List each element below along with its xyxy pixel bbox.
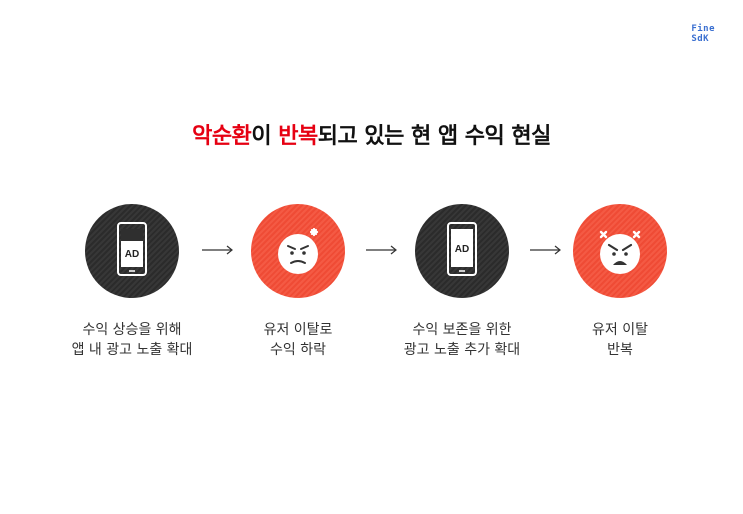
step-1-circle: AD xyxy=(85,204,179,298)
arrow-right-icon xyxy=(366,245,397,255)
page-title: 악순환이 반복되고 있는 현 앱 수익 현실 xyxy=(0,118,743,150)
step-4-caption-line-2: 반복 xyxy=(607,342,633,358)
step-3-caption-line-2: 광고 노출 추가 확대 xyxy=(403,342,521,358)
step-1: AD 수익 상승을 위해 앱 내 광고 노출 확대 xyxy=(42,204,222,360)
ad-label: AD xyxy=(125,249,139,260)
step-2: 유저 이탈로 수익 하락 xyxy=(208,204,388,360)
headline-text-2: 되고 있는 현 앱 수익 현실 xyxy=(317,124,552,149)
ad-label: AD xyxy=(455,244,469,255)
step-3: AD 수익 보존을 위한 광고 노출 추가 확대 xyxy=(372,204,552,360)
step-1-caption-line-1: 수익 상승을 위해 xyxy=(82,322,182,338)
logo-line-1: Fine xyxy=(691,24,715,34)
step-3-caption-line-1: 수익 보존을 위한 xyxy=(412,322,512,338)
headline-highlight-1: 악순환 xyxy=(192,124,252,149)
headline-highlight-2: 반복 xyxy=(278,124,318,149)
cycle-flow: AD 수익 상승을 위해 앱 내 광고 노출 확대 유저 이탈로 수익 xyxy=(0,204,743,374)
logo-line-2: SdK xyxy=(691,34,710,44)
step-3-caption: 수익 보존을 위한 광고 노출 추가 확대 xyxy=(372,320,552,360)
step-4-circle xyxy=(573,204,667,298)
step-4: 유저 이탈 반복 xyxy=(530,204,710,360)
headline-text-1: 이 xyxy=(251,124,279,149)
step-2-circle xyxy=(251,204,345,298)
step-4-caption: 유저 이탈 반복 xyxy=(530,320,710,360)
step-1-caption: 수익 상승을 위해 앱 내 광고 노출 확대 xyxy=(42,320,222,360)
annoyed-face-icon xyxy=(278,227,319,274)
step-4-caption-line-1: 유저 이탈 xyxy=(592,322,648,338)
finesdk-logo: Fine SdK xyxy=(691,24,715,44)
arrow-right-icon xyxy=(202,245,233,255)
angry-face-icon xyxy=(599,230,641,274)
step-2-caption-line-2: 수익 하락 xyxy=(270,342,326,358)
step-2-caption-line-1: 유저 이탈로 xyxy=(263,322,333,338)
phone-ad-icon: AD xyxy=(117,222,147,276)
phone-ad-icon: AD xyxy=(447,222,477,276)
step-2-caption: 유저 이탈로 수익 하락 xyxy=(208,320,388,360)
step-3-circle: AD xyxy=(415,204,509,298)
step-1-caption-line-2: 앱 내 광고 노출 확대 xyxy=(71,342,193,358)
arrow-right-icon xyxy=(530,245,561,255)
